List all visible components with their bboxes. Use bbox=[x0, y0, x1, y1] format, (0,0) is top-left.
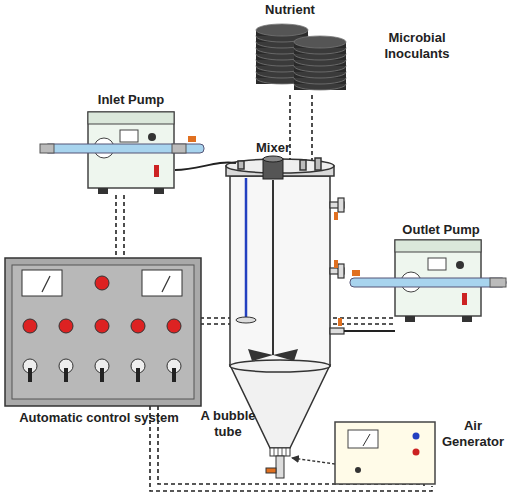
button bbox=[95, 319, 109, 333]
part-label: Automatic control system bbox=[4, 410, 194, 426]
part-label: Air Generator bbox=[438, 418, 508, 450]
switch bbox=[100, 368, 104, 382]
disc bbox=[294, 36, 346, 48]
disc bbox=[256, 24, 308, 36]
button bbox=[131, 319, 145, 333]
switch bbox=[28, 368, 32, 382]
switch bbox=[136, 368, 140, 382]
switch bbox=[172, 368, 176, 382]
part-label: Nutrient bbox=[255, 2, 325, 18]
button bbox=[23, 319, 37, 333]
nutrient-discs bbox=[256, 24, 346, 90]
part-label: Outlet Pump bbox=[396, 222, 486, 238]
switch bbox=[64, 368, 68, 382]
part-label: Mixer bbox=[246, 140, 300, 156]
button bbox=[167, 319, 181, 333]
button bbox=[59, 319, 73, 333]
part-label: Microbial Inoculants bbox=[372, 30, 462, 62]
part-label: A bubble tube bbox=[196, 408, 260, 440]
part-label: Inlet Pump bbox=[86, 92, 176, 108]
panel-controls bbox=[23, 319, 181, 382]
